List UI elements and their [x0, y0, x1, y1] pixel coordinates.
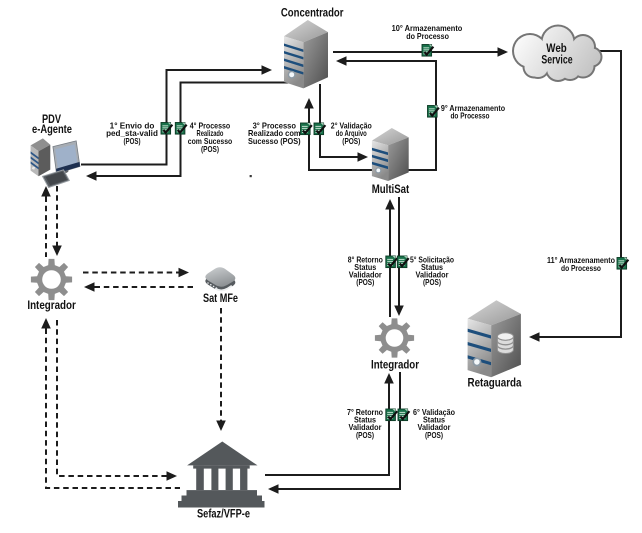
svg-text:4° Processo: 4° Processo: [190, 121, 231, 131]
svg-text:do Processo: do Processo: [450, 111, 489, 121]
svg-text:Concentrador: Concentrador: [281, 5, 344, 19]
svg-text:Sat MFe: Sat MFe: [203, 291, 238, 305]
svg-text:Sefaz/VFP-e: Sefaz/VFP-e: [197, 507, 250, 521]
svg-text:Service: Service: [541, 53, 572, 67]
svg-text:Status: Status: [423, 415, 445, 425]
svg-text:Status: Status: [354, 415, 376, 425]
svg-text:com Sucesso: com Sucesso: [188, 136, 233, 146]
svg-text:Integrador: Integrador: [371, 358, 419, 372]
svg-text:Validador: Validador: [349, 422, 383, 432]
svg-text:do Arquivo: do Arquivo: [336, 128, 367, 138]
svg-text:(POS): (POS): [201, 144, 219, 154]
svg-text:3° Processo: 3° Processo: [253, 121, 296, 131]
svg-text:9° Armazenamento: 9° Armazenamento: [441, 103, 505, 113]
svg-text:do Processo: do Processo: [561, 263, 601, 273]
svg-text:Integrador: Integrador: [27, 298, 76, 312]
svg-text:(POS): (POS): [124, 136, 141, 146]
svg-text:1° Envio do: 1° Envio do: [110, 121, 155, 131]
svg-text:7° Retorno: 7° Retorno: [347, 407, 383, 417]
svg-text:Validador: Validador: [416, 269, 450, 279]
svg-text:5° Solicitação: 5° Solicitação: [410, 254, 454, 264]
svg-text:PDV: PDV: [42, 112, 61, 126]
svg-text:Status: Status: [354, 262, 376, 272]
svg-text:(POS): (POS): [356, 430, 374, 440]
svg-text:Validador: Validador: [418, 422, 452, 432]
svg-text:Web: Web: [546, 41, 566, 55]
svg-text:(POS): (POS): [423, 277, 441, 287]
svg-text:Sucesso (POS): Sucesso (POS): [248, 136, 301, 146]
svg-text:Validador: Validador: [349, 269, 383, 279]
svg-text:MultiSat: MultiSat: [372, 182, 410, 196]
svg-text:10° Armazenamento: 10° Armazenamento: [392, 23, 463, 33]
svg-text:Status: Status: [421, 262, 443, 272]
svg-text:ped_sta-valid: ped_sta-valid: [106, 128, 158, 138]
svg-text:6° Validação: 6° Validação: [413, 407, 455, 417]
svg-text:Realizado: Realizado: [197, 128, 224, 138]
svg-text:(POS): (POS): [342, 136, 360, 146]
svg-text:11° Armazenamento: 11° Armazenamento: [547, 255, 615, 265]
svg-text:(POS): (POS): [356, 277, 374, 287]
svg-text:e-Agente: e-Agente: [32, 122, 72, 136]
svg-text:(POS): (POS): [425, 430, 443, 440]
svg-text:2° Validação: 2° Validação: [331, 121, 372, 131]
svg-text:Retaguarda: Retaguarda: [468, 376, 522, 390]
svg-text:do Processo: do Processo: [406, 31, 449, 41]
svg-text:8° Retorno: 8° Retorno: [348, 254, 383, 264]
svg-text:Realizado com: Realizado com: [248, 128, 301, 138]
